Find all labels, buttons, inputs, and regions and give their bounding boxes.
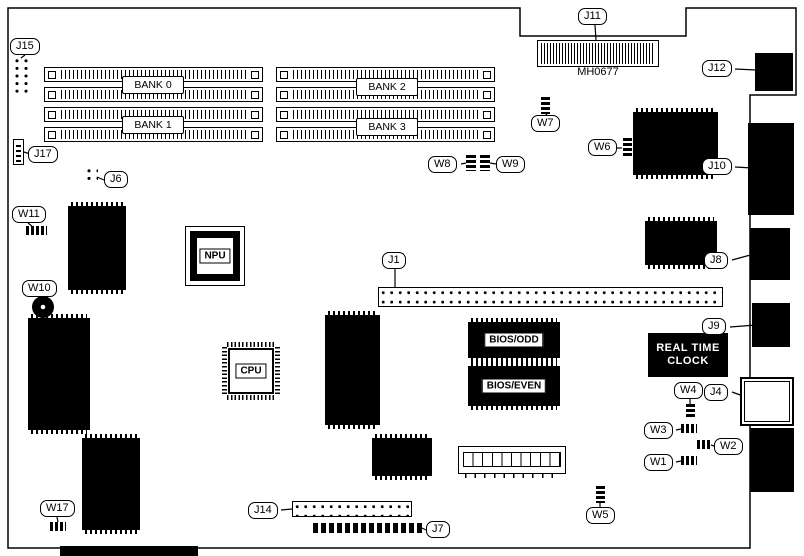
cpu-pins-bottom	[227, 395, 275, 400]
cpu-label: CPU	[235, 363, 267, 379]
callout-j8: J8	[704, 252, 728, 269]
jumper-w7	[541, 97, 550, 114]
callout-w5: W5	[586, 507, 615, 524]
edge-connector-bottom	[60, 546, 198, 556]
npu-socket: NPU	[185, 226, 245, 286]
connector-j7	[313, 523, 423, 533]
jumper-w4	[686, 404, 695, 419]
jumper-w17	[50, 522, 66, 531]
callout-w3: W3	[644, 422, 673, 439]
port-bottom-right	[750, 428, 794, 492]
callout-w10: W10	[22, 280, 57, 297]
bios-even-chip: BIOS/EVEN	[468, 362, 560, 410]
speaker-w10	[32, 296, 54, 318]
callout-j6: J6	[104, 171, 128, 188]
connector-j14	[292, 501, 412, 517]
port-j9	[752, 303, 790, 347]
connector-j11-power	[537, 40, 659, 67]
callout-j11: J11	[578, 8, 607, 25]
cpu-socket: CPU	[222, 342, 280, 400]
callout-w7: W7	[531, 115, 560, 132]
bank2-label: BANK 2	[356, 78, 418, 96]
port-j4	[740, 377, 794, 426]
callout-j12: J12	[702, 60, 732, 77]
board-outline	[7, 7, 797, 549]
callout-j1: J1	[382, 252, 406, 269]
callout-w17: W17	[40, 500, 75, 517]
connector-j17	[13, 139, 24, 165]
callout-j7: J7	[426, 521, 450, 538]
jumper-w6	[623, 138, 632, 158]
jumper-w8	[466, 155, 476, 171]
rtc-chip: REAL TIME CLOCK	[648, 333, 728, 377]
dip-switch-block	[458, 446, 566, 478]
callout-w11: W11	[12, 206, 46, 223]
callout-j9: J9	[702, 318, 726, 335]
npu-label: NPU	[199, 248, 231, 264]
jumper-w3	[681, 424, 697, 433]
callout-w6: W6	[588, 139, 617, 156]
callout-w8: W8	[428, 156, 457, 173]
jumper-w5	[596, 486, 605, 503]
bios-even-label: BIOS/EVEN	[481, 378, 547, 394]
jumper-w1	[681, 456, 697, 465]
callout-j10: J10	[702, 158, 732, 175]
callout-w9: W9	[496, 156, 525, 173]
bank0-label: BANK 0	[122, 76, 184, 94]
cpu-pins-left	[222, 347, 227, 395]
callout-j15: J15	[10, 38, 40, 55]
bios-odd-chip: BIOS/ODD	[468, 318, 560, 362]
rtc-label-line1: REAL TIME	[656, 342, 720, 354]
cpu-core-outline	[228, 348, 274, 394]
port-j8	[750, 228, 790, 280]
callout-w4: W4	[674, 382, 703, 399]
ic-left-upper	[68, 202, 126, 294]
cpu-pins-right	[275, 347, 280, 395]
jumper-w11	[26, 226, 47, 235]
bios-odd-label: BIOS/ODD	[484, 332, 544, 348]
jumper-w9	[480, 155, 490, 171]
jumper-w2	[697, 440, 712, 449]
callout-w1: W1	[644, 454, 673, 471]
mh0677-label: MH0677	[577, 66, 619, 78]
callout-w2: W2	[714, 438, 743, 455]
cpu-pins-top	[227, 342, 275, 347]
connector-j1	[378, 287, 723, 307]
callout-j14: J14	[248, 502, 278, 519]
npu-socket-ring	[190, 231, 240, 281]
ic-center	[325, 311, 380, 429]
callout-j4: J4	[704, 384, 728, 401]
ic-left-mid	[28, 314, 90, 434]
ic-bottom-left	[82, 434, 140, 534]
bank1-label: BANK 1	[122, 116, 184, 134]
bank3-label: BANK 3	[356, 118, 418, 136]
ic-bottom-center	[372, 434, 432, 480]
connector-j15-pads	[13, 57, 32, 95]
port-j12	[755, 53, 793, 91]
callout-j17: J17	[28, 146, 58, 163]
port-j10	[748, 123, 794, 215]
rtc-label-line2: CLOCK	[667, 355, 709, 367]
connector-j6-pads	[85, 167, 98, 184]
